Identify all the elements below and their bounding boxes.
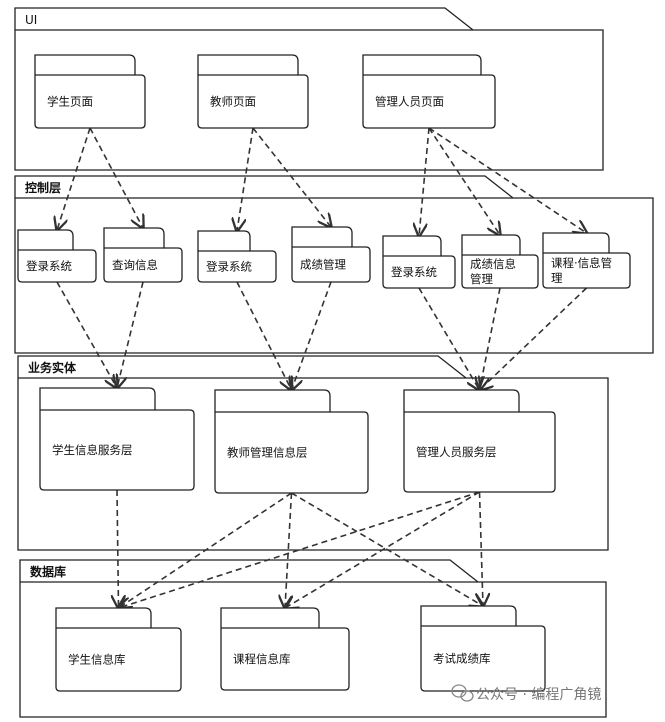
package-label: 课程·信息管 — [551, 256, 612, 270]
dependency-arrow — [237, 127, 254, 231]
package-outline — [362, 54, 496, 129]
package-outline — [39, 387, 195, 491]
package-label: 考试成绩库 — [433, 652, 491, 666]
dependency-arrow — [419, 127, 430, 236]
package-outline — [17, 229, 97, 283]
package-e_admin: 管理人员服务层 — [403, 389, 556, 493]
wechat-icon — [451, 684, 474, 702]
package-label: 成绩信息 — [470, 257, 516, 271]
layer-label: 控制层 — [25, 180, 61, 195]
dependency-arrow — [480, 287, 501, 390]
dependency-arrow — [56, 281, 117, 388]
layer-label: 数据库 — [30, 564, 66, 579]
dependency-arrow — [89, 127, 143, 228]
package-outline — [55, 607, 182, 692]
package-p_admin_page: 管理人员页面 — [362, 54, 496, 129]
package-c_query: 查询信息 — [103, 227, 183, 283]
package-label: 教师管理信息层 — [227, 446, 308, 460]
dependency-arrow — [236, 281, 292, 390]
package-label: 登录系统 — [391, 265, 437, 279]
dependency-arrow — [57, 127, 91, 230]
package-label: 登录系统 — [206, 260, 252, 274]
package-outline — [403, 389, 556, 493]
layer-frame-ui: UI — [14, 7, 604, 171]
layer-frame-outline — [14, 7, 604, 171]
package-label: 课程信息库 — [233, 652, 291, 666]
package-e_teacher: 教师管理信息层 — [214, 389, 369, 494]
package-label: 登录系统 — [26, 259, 72, 273]
package-d_course: 课程信息库 — [220, 607, 350, 691]
package-label: 学生页面 — [47, 95, 93, 109]
package-outline — [103, 227, 183, 283]
package-outline — [197, 230, 277, 283]
package-c_login1: 登录系统 — [17, 229, 97, 283]
package-d_exam: 考试成绩库 — [420, 605, 546, 692]
dependency-arrow — [252, 127, 331, 227]
package-e_student: 学生信息服务层 — [39, 387, 195, 491]
package-label: 学生信息库 — [68, 653, 126, 667]
dependency-arrow — [117, 281, 144, 388]
package-c_login2: 登录系统 — [197, 230, 277, 283]
dependency-arrow — [285, 491, 480, 608]
package-outline — [291, 226, 371, 283]
layer-label: UI — [25, 13, 37, 27]
dependency-arrow — [292, 281, 332, 390]
dependency-arrow — [428, 127, 500, 235]
package-label: 查询信息 — [112, 258, 158, 272]
dependency-arrow — [119, 492, 292, 608]
package-outline — [214, 389, 369, 494]
package-label: 管理 — [470, 272, 493, 286]
package-label: 管理人员页面 — [375, 95, 444, 109]
package-d_student: 学生信息库 — [55, 607, 182, 692]
package-outline — [197, 54, 309, 129]
package-c_grade: 成绩管理 — [291, 226, 371, 283]
package-p_teacher_page: 教师页面 — [197, 54, 309, 129]
package-outline — [420, 605, 546, 692]
package-outline — [382, 235, 456, 289]
dependency-arrow — [480, 287, 588, 390]
package-c_login3: 登录系统 — [382, 235, 456, 289]
package-label: 学生信息服务层 — [52, 443, 133, 457]
layer-label: 业务实体 — [28, 360, 77, 375]
dependency-arrow — [428, 127, 587, 233]
package-outline — [542, 232, 631, 289]
package-outline — [34, 54, 146, 129]
dependency-arrow — [291, 492, 484, 606]
package-label: 教师页面 — [210, 95, 256, 109]
package-label: 管理人员服务层 — [416, 445, 497, 459]
watermark-text: 公众号 · 编程广角镜 — [476, 687, 601, 703]
dependency-arrow — [285, 492, 292, 608]
package-outline — [461, 234, 539, 289]
package-p_student_page: 学生页面 — [34, 54, 146, 129]
dependency-arrow — [119, 491, 480, 608]
dependency-arrow — [480, 491, 484, 606]
package-label: 成绩管理 — [300, 258, 346, 272]
package-label: 理 — [551, 271, 563, 285]
